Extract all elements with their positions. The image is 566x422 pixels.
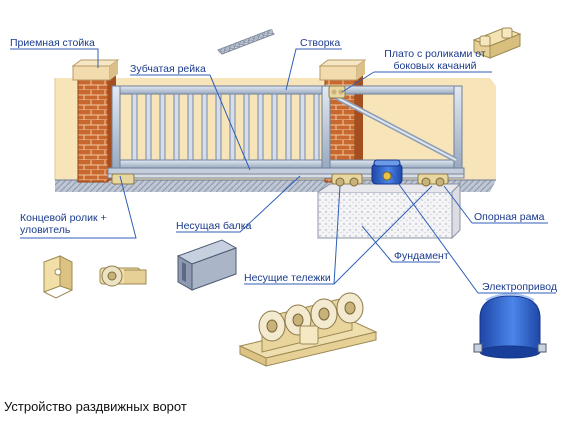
picket: [243, 93, 250, 161]
picket: [257, 93, 264, 161]
leader-support-frame: [443, 185, 548, 224]
picket: [201, 93, 208, 161]
picket: [173, 93, 180, 161]
drive-on-site: [371, 159, 403, 185]
leader-receiving-post: [10, 48, 99, 68]
gate-pickets: [131, 93, 320, 161]
picket: [271, 93, 278, 161]
leader-end-roller: [20, 175, 137, 239]
leader-carriages: [244, 185, 433, 285]
gate-leaf: [107, 85, 465, 175]
picket: [131, 93, 138, 161]
picket: [229, 93, 236, 161]
label-carriages: Несущие тележки: [244, 272, 331, 284]
picket: [285, 93, 292, 161]
end-roller-illustration: [43, 255, 147, 299]
picket: [187, 93, 194, 161]
gear-rack-illustration: [217, 29, 275, 55]
carriage-wheel: [336, 292, 364, 324]
gear-rack-on-leaf: [107, 173, 465, 179]
carriage-wheels: [258, 292, 364, 342]
receiving-post: [71, 59, 120, 183]
carriages-on-frame: [111, 173, 449, 187]
leader-bearing-beam: [176, 175, 301, 233]
label-bearing-beam: Несущая балка: [176, 220, 252, 232]
leader-lines: [10, 48, 556, 294]
bearing-beam-illustration: [176, 239, 238, 291]
picket: [159, 93, 166, 161]
roller-plate-illustration: [472, 27, 522, 59]
picket: [299, 93, 306, 161]
label-receiving-post: Приемная стойка: [10, 37, 95, 49]
label-gear-rack: Зубчатая рейка: [130, 63, 206, 75]
carriage-wheel: [310, 298, 338, 330]
leader-drive: [389, 171, 556, 294]
leader-foundation: [361, 225, 440, 263]
label-support-frame: Опорная рама: [474, 211, 545, 223]
leader-roller-plate: [341, 71, 492, 93]
drive-illustration: [473, 293, 547, 359]
picket: [313, 93, 320, 161]
top-roller-plate: [328, 85, 346, 99]
label-leaf: Створка: [300, 37, 341, 49]
label-foundation: Фундамент: [394, 250, 449, 262]
carriage-wheel: [258, 310, 286, 342]
leader-gear-rack: [130, 74, 251, 171]
leader-leaf: [285, 48, 342, 91]
carriage-illustration: [238, 292, 378, 367]
diagram-caption: Устройство раздвижных ворот: [4, 399, 187, 414]
picket: [215, 93, 222, 161]
picket: [145, 93, 152, 161]
label-roller-plate: Плато с роликами от боковых качаний: [384, 48, 486, 72]
label-end-roller: Концевой ролик + уловитель: [20, 212, 107, 236]
label-drive: Электропривод: [482, 281, 557, 293]
